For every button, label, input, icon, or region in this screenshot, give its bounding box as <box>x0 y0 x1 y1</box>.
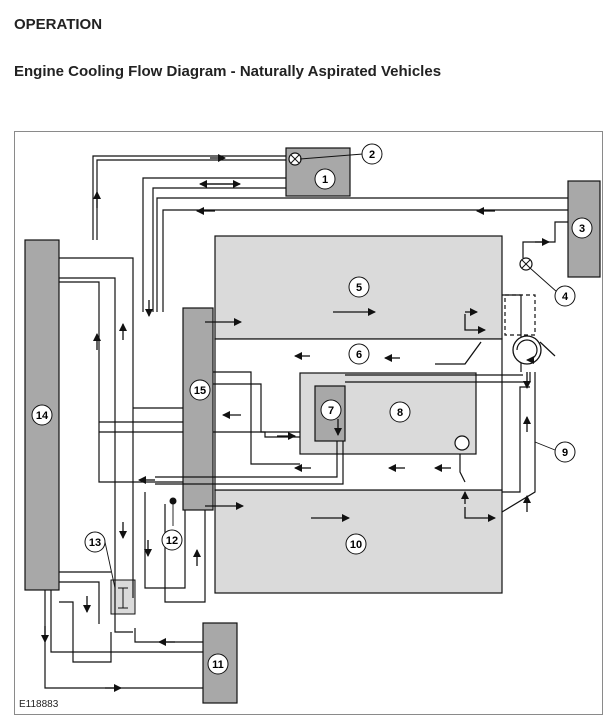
coolant-outlet-housing <box>182 307 214 511</box>
callout-15: 15 <box>189 379 211 401</box>
svg-text:3: 3 <box>579 223 585 235</box>
callout-leaders <box>104 153 558 589</box>
callout-7: 7 <box>320 399 342 421</box>
svg-text:2: 2 <box>369 149 375 161</box>
svg-text:7: 7 <box>328 405 334 417</box>
callout-4: 4 <box>554 285 576 307</box>
bleed-valve-2 <box>288 152 302 166</box>
svg-text:13: 13 <box>89 537 101 549</box>
callout-5: 5 <box>348 276 370 298</box>
svg-text:9: 9 <box>562 447 568 459</box>
pump-drive <box>539 341 556 357</box>
callout-2: 2 <box>361 143 383 165</box>
svg-text:10: 10 <box>350 539 362 551</box>
callout-1: 1 <box>314 168 336 190</box>
callout-3: 3 <box>571 217 593 239</box>
callout-11: 11 <box>207 653 229 675</box>
callout-10: 10 <box>345 533 367 555</box>
svg-text:5: 5 <box>356 282 362 294</box>
svg-text:12: 12 <box>166 535 178 547</box>
svg-text:15: 15 <box>194 385 206 397</box>
callout-12: 12 <box>161 529 183 551</box>
temperature-sensor-12 <box>169 497 177 505</box>
bleed-valve-4 <box>519 257 533 271</box>
callout-14: 14 <box>31 404 53 426</box>
cooling-flow-diagram: 1 2 3 4 5 6 7 8 9 10 11 12 13 14 15 E118… <box>14 131 603 715</box>
oil-cooler-inlet <box>454 435 470 451</box>
water-pump-impeller <box>516 339 538 364</box>
callout-9: 9 <box>554 441 576 463</box>
svg-text:4: 4 <box>562 291 569 303</box>
svg-text:8: 8 <box>397 407 403 419</box>
callout-13: 13 <box>84 531 106 553</box>
svg-text:11: 11 <box>212 659 224 671</box>
callout-6: 6 <box>348 343 370 365</box>
svg-text:6: 6 <box>356 349 362 361</box>
callout-8: 8 <box>389 401 411 423</box>
svg-text:14: 14 <box>36 410 49 422</box>
diagram-canvas: 1 2 3 4 5 6 7 8 9 10 11 12 13 14 15 <box>24 143 601 704</box>
figure-reference: E118883 <box>19 699 59 710</box>
diagram-title: Engine Cooling Flow Diagram - Naturally … <box>14 63 442 80</box>
flow-arrows <box>41 154 550 692</box>
svg-text:1: 1 <box>322 174 328 186</box>
page-heading: OPERATION <box>14 16 103 33</box>
